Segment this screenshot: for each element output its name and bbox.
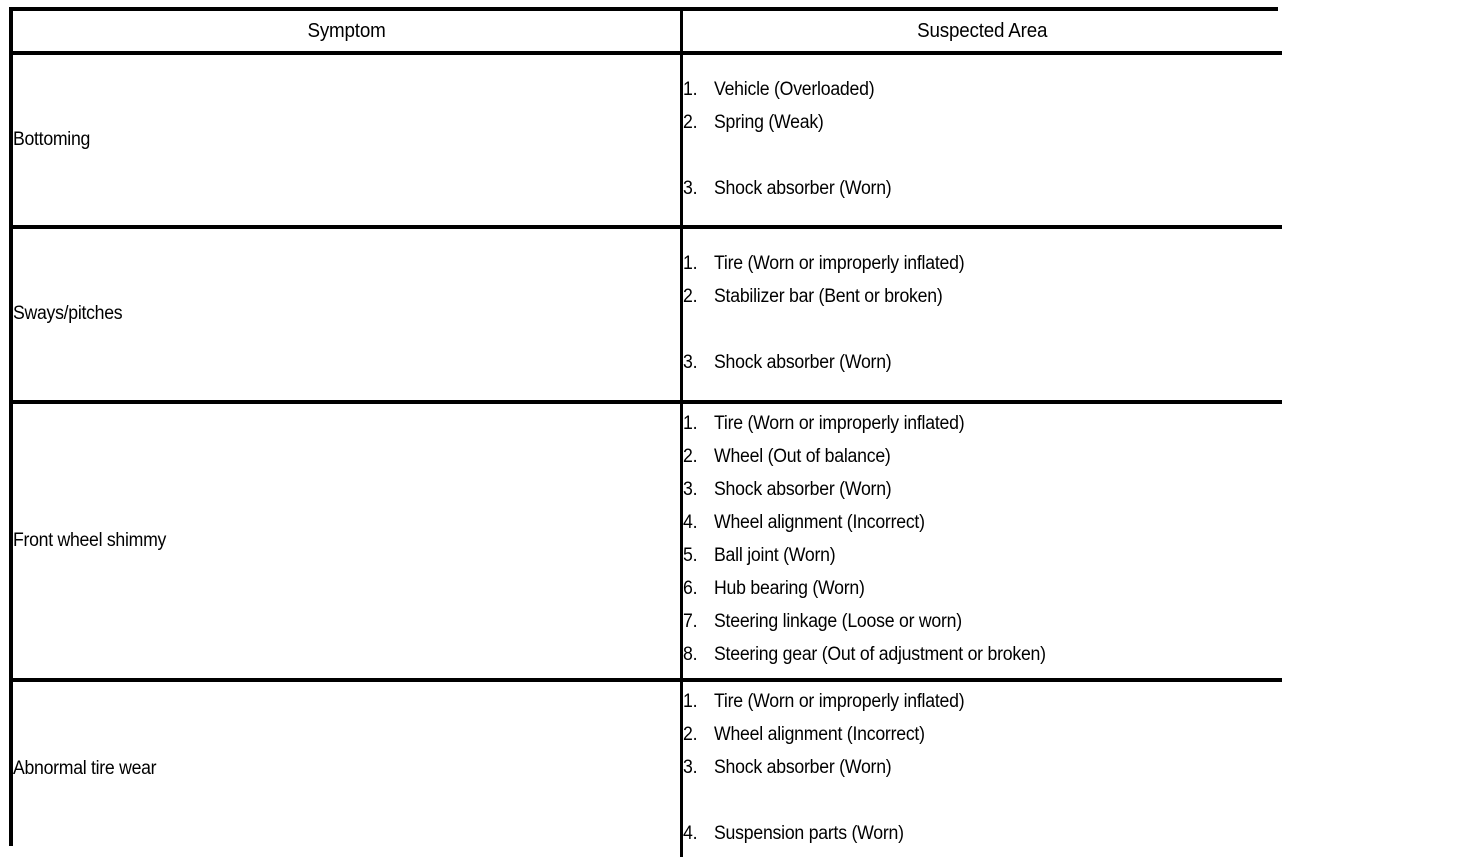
symptom-label: Front wheel shimmy bbox=[13, 529, 167, 551]
list-item: 2. Wheel (Out of balance) bbox=[683, 447, 1283, 480]
symptom-label: Bottoming bbox=[13, 128, 91, 150]
list-item: 5. Ball joint (Worn) bbox=[683, 546, 1283, 579]
list-item-label: Shock absorber (Worn) bbox=[713, 178, 892, 199]
list-item: 2. Stabilizer bar (Bent or broken) bbox=[683, 287, 1283, 320]
list-item: 1. Tire (Worn or improperly inflated) bbox=[683, 414, 1283, 447]
symptom-cell: Front wheel shimmy bbox=[13, 402, 683, 682]
list-item-label: Steering gear (Out of adjustment or brok… bbox=[713, 644, 1046, 665]
list-item: 6. Hub bearing (Worn) bbox=[683, 579, 1283, 612]
troubleshooting-table: Symptom Suspected Area Bottoming 1. Vehicl… bbox=[13, 11, 1282, 857]
list-item-number: 1. bbox=[682, 253, 698, 274]
list-item-label: Shock absorber (Worn) bbox=[713, 352, 892, 373]
list-item-number: 1. bbox=[682, 79, 698, 100]
list-item-number: 6. bbox=[682, 578, 698, 599]
list-item-label: Ball joint (Worn) bbox=[713, 545, 836, 566]
column-header-suspected-area: Suspected Area bbox=[681, 11, 1282, 55]
symptom-label: Sways/pitches bbox=[13, 303, 123, 325]
symptom-cell: Abnormal tire wear bbox=[13, 680, 683, 857]
list-item: 4. Suspension parts (Worn) bbox=[683, 824, 1283, 857]
list-item-number: 8. bbox=[682, 644, 698, 665]
list-item: 7. Steering linkage (Loose or worn) bbox=[683, 612, 1283, 645]
suspected-area-list: 1. Vehicle (Overloaded) 2. Spring (Weak) 3. S… bbox=[683, 68, 1283, 212]
table-header-row: Symptom Suspected Area bbox=[13, 11, 1282, 55]
suspected-area-list: 1. Tire (Worn or improperly inflated) 2. Wh… bbox=[683, 404, 1283, 678]
list-item-number: 1. bbox=[682, 413, 698, 434]
list-item-number: 1. bbox=[682, 691, 698, 712]
list-item-label: Hub bearing (Worn) bbox=[713, 578, 865, 599]
troubleshooting-table-frame: Symptom Suspected Area Bottoming 1. Vehicl… bbox=[9, 7, 1282, 857]
list-item-label: Wheel alignment (Incorrect) bbox=[713, 512, 925, 533]
symptom-label: Abnormal tire wear bbox=[13, 758, 157, 780]
list-item-label: Shock absorber (Worn) bbox=[713, 757, 892, 778]
list-item: 1. Vehicle (Overloaded) bbox=[683, 80, 1283, 113]
list-item-label: Tire (Worn or improperly inflated) bbox=[713, 413, 965, 434]
list-item: 4. Wheel alignment (Incorrect) bbox=[683, 513, 1283, 546]
column-header-symptom-label: Symptom bbox=[307, 19, 386, 42]
list-item-label: Tire (Worn or improperly inflated) bbox=[713, 691, 965, 712]
list-item-label: Spring (Weak) bbox=[713, 112, 824, 133]
suspected-area-cell: 1. Tire (Worn or improperly inflated) 2. St… bbox=[681, 227, 1283, 404]
suspected-area-cell: 1. Vehicle (Overloaded) 2. Spring (Weak) 3. S… bbox=[681, 53, 1283, 229]
table-row: Sways/pitches 1. Tire (Worn or improperly … bbox=[13, 227, 1283, 404]
list-item-label: Wheel (Out of balance) bbox=[713, 446, 891, 467]
column-header-suspected-area-label: Suspected Area bbox=[917, 19, 1048, 42]
list-item: 3. Shock absorber (Worn) bbox=[683, 480, 1283, 513]
table-row: Bottoming 1. Vehicle (Overloaded) 2. Spring … bbox=[13, 53, 1283, 229]
list-item-number: 3. bbox=[682, 352, 698, 373]
symptom-cell: Sways/pitches bbox=[13, 227, 683, 404]
list-item-label: Steering linkage (Loose or worn) bbox=[713, 611, 962, 632]
list-item-label: Shock absorber (Worn) bbox=[713, 479, 892, 500]
list-item: 2. Spring (Weak) bbox=[683, 113, 1283, 146]
list-item-number: 4. bbox=[682, 823, 698, 844]
list-item: 1. Tire (Worn or improperly inflated) bbox=[683, 254, 1283, 287]
list-item-number: 2. bbox=[682, 286, 698, 307]
suspected-area-cell: 1. Tire (Worn or improperly inflated) 2. Wh… bbox=[681, 680, 1282, 857]
list-item-label: Vehicle (Overloaded) bbox=[713, 79, 875, 100]
list-item-number: 3. bbox=[682, 479, 698, 500]
list-item: 1. Tire (Worn or improperly inflated) bbox=[683, 692, 1283, 725]
list-item-number: 3. bbox=[682, 757, 698, 778]
table-row: Abnormal tire wear 1. Tire (Worn or improp… bbox=[13, 680, 1282, 857]
list-item: 2. Wheel alignment (Incorrect) bbox=[683, 725, 1283, 758]
table-header: Symptom Suspected Area bbox=[13, 11, 1282, 55]
list-item-label: Stabilizer bar (Bent or broken) bbox=[713, 286, 943, 307]
list-item: 3. Shock absorber (Worn) bbox=[683, 353, 1283, 386]
symptom-cell: Bottoming bbox=[13, 53, 683, 229]
list-item-label: Wheel alignment (Incorrect) bbox=[713, 724, 925, 745]
list-item-number: 3. bbox=[682, 178, 698, 199]
table-row: Front wheel shimmy 1. Tire (Worn or improp… bbox=[13, 402, 1283, 682]
list-item-number: 4. bbox=[682, 512, 698, 533]
list-item-number: 7. bbox=[682, 611, 698, 632]
list-item-number: 2. bbox=[682, 724, 698, 745]
table-body: Bottoming 1. Vehicle (Overloaded) 2. Spring … bbox=[13, 53, 1282, 857]
list-item-number: 5. bbox=[682, 545, 698, 566]
list-item: 3. Shock absorber (Worn) bbox=[683, 758, 1283, 791]
list-item: 3. Shock absorber (Worn) bbox=[683, 179, 1283, 212]
list-item-label: Tire (Worn or improperly inflated) bbox=[713, 253, 965, 274]
list-item: 8. Steering gear (Out of adjustment or br… bbox=[683, 645, 1283, 678]
suspected-area-cell: 1. Tire (Worn or improperly inflated) 2. Wh… bbox=[681, 402, 1283, 682]
column-header-symptom: Symptom bbox=[13, 11, 683, 55]
list-item-label: Suspension parts (Worn) bbox=[713, 823, 904, 844]
suspected-area-list: 1. Tire (Worn or improperly inflated) 2. St… bbox=[683, 243, 1283, 386]
list-item-number: 2. bbox=[682, 112, 698, 133]
suspected-area-list: 1. Tire (Worn or improperly inflated) 2. Wh… bbox=[683, 682, 1283, 857]
list-item-number: 2. bbox=[682, 446, 698, 467]
